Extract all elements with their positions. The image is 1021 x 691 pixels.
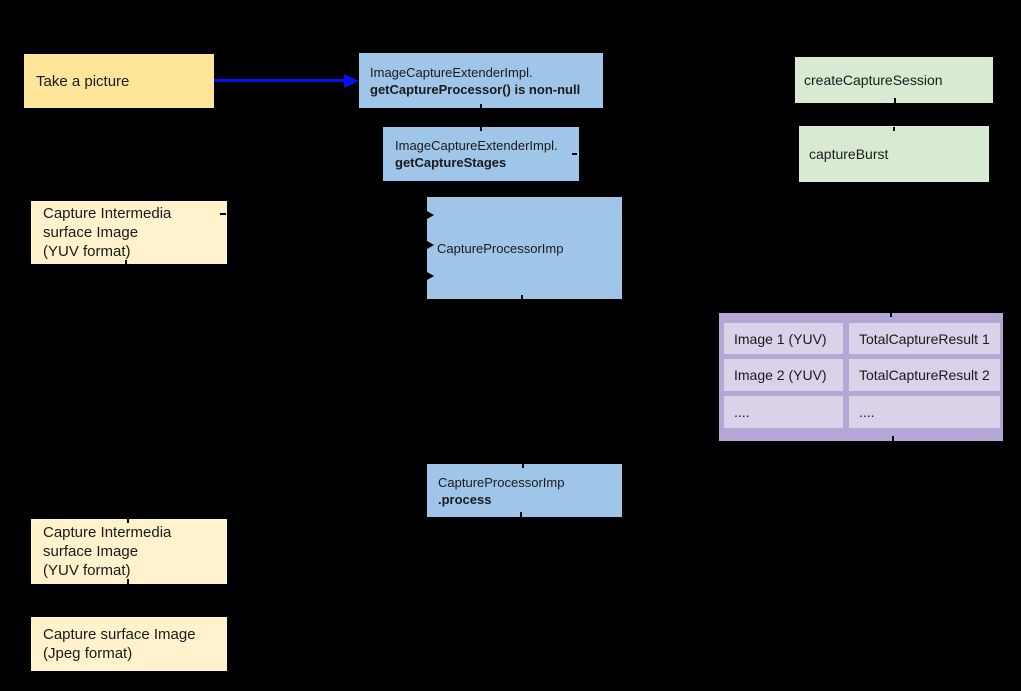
cell-label: .... <box>859 404 875 420</box>
connector-tick <box>127 519 129 523</box>
cell-label: .... <box>734 404 750 420</box>
connector-tick <box>220 213 226 215</box>
connector-tick <box>890 313 892 317</box>
node-line: (YUV format) <box>43 243 131 260</box>
table-cell: .... <box>849 396 1000 428</box>
connector-tick <box>521 295 523 299</box>
connector-tick <box>894 98 896 103</box>
node-label: CaptureProcessorImp <box>437 240 564 256</box>
connector-tick <box>520 512 522 517</box>
node-line: getCaptureStages <box>395 155 507 170</box>
flow-arrow-head-icon <box>344 74 359 88</box>
node-line: Capture Intermedia <box>43 524 172 541</box>
node-create-capture-session: createCaptureSession <box>795 57 993 103</box>
node-get-capture-processor: ImageCaptureExtenderImpl. getCaptureProc… <box>359 53 603 108</box>
connector-arrowhead-icon <box>427 272 434 280</box>
table-cell: Image 2 (YUV) <box>724 359 843 391</box>
node-label: createCaptureSession <box>804 71 943 88</box>
table-cell: .... <box>724 396 843 428</box>
node-capture-burst: captureBurst <box>799 126 989 182</box>
node-line: surface Image <box>43 224 139 241</box>
node-line: ImageCaptureExtenderImpl. <box>370 64 533 80</box>
connector-arrowhead-icon <box>427 211 434 219</box>
node-capture-intermedia-yuv-1: Capture Intermedia surface Image (YUV fo… <box>31 201 227 264</box>
node-label: captureBurst <box>809 145 889 162</box>
node-capture-processor-process: CaptureProcessorImp .process <box>427 464 622 517</box>
node-capture-intermedia-yuv-2: Capture Intermedia surface Image (YUV fo… <box>31 519 227 584</box>
node-line: Capture surface Image <box>43 626 196 643</box>
node-line: (Jpeg format) <box>43 645 133 662</box>
connector-tick <box>572 153 577 155</box>
node-get-capture-stages: ImageCaptureExtenderImpl. getCaptureStag… <box>383 127 579 181</box>
connector-tick <box>127 579 129 584</box>
capture-results-table: Image 1 (YUV) TotalCaptureResult 1 Image… <box>719 313 1003 441</box>
cell-label: TotalCaptureResult 2 <box>859 367 990 383</box>
cell-label: TotalCaptureResult 1 <box>859 330 990 347</box>
connector-arrowhead-icon <box>427 241 434 249</box>
connector-tick <box>522 464 524 468</box>
table-cell: Image 1 (YUV) <box>724 323 843 354</box>
node-line: (YUV format) <box>43 562 131 579</box>
connector-tick <box>480 104 482 108</box>
node-line: getCaptureProcessor() is non-null <box>370 81 581 97</box>
node-line: CaptureProcessorImp <box>438 474 565 490</box>
connector-tick <box>893 127 895 131</box>
connector-tick <box>480 127 482 131</box>
node-line: .process <box>438 491 492 507</box>
table-cell: TotalCaptureResult 1 <box>849 323 1000 354</box>
node-line: Capture Intermedia <box>43 205 172 222</box>
node-line: surface Image <box>43 543 139 560</box>
node-capture-processor-imp: CaptureProcessorImp <box>427 197 622 299</box>
cell-label: Image 1 (YUV) <box>734 330 827 347</box>
connector-tick <box>892 436 894 441</box>
node-label: Take a picture <box>36 72 130 90</box>
flow-arrow-line <box>214 79 345 82</box>
cell-label: Image 2 (YUV) <box>734 367 827 383</box>
node-take-a-picture: Take a picture <box>24 54 214 108</box>
connector-tick <box>125 260 127 264</box>
table-cell: TotalCaptureResult 2 <box>849 359 1000 391</box>
node-line: ImageCaptureExtenderImpl. <box>395 138 558 153</box>
node-capture-surface-jpeg: Capture surface Image (Jpeg format) <box>31 617 227 671</box>
